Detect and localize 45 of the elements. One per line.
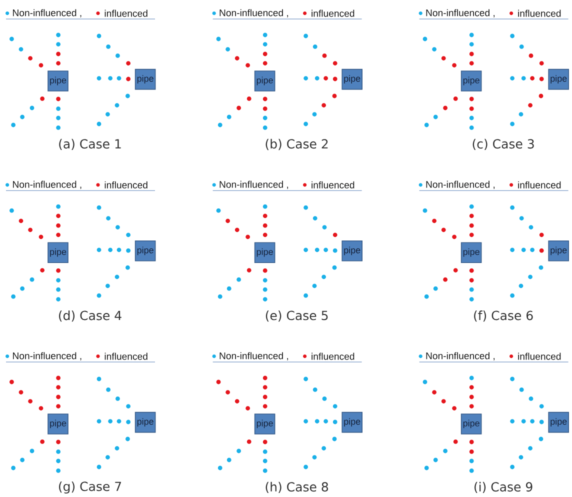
pipe-box: pipe (460, 242, 482, 263)
panel-caption: (b) Case 2 (266, 138, 328, 150)
legend-text: Non-influenced , (220, 352, 288, 360)
legend-text: Non-influenced , (426, 180, 495, 189)
legend-text: influenced (104, 352, 148, 360)
legend-text: influenced (518, 10, 561, 17)
pipe-box: pipe (134, 412, 156, 433)
legend-text: Non-influenced , (426, 9, 495, 18)
legend-text: influenced (104, 10, 148, 17)
panel-caption: (d) Case 4 (58, 310, 122, 322)
pipe-box: pipe (134, 68, 156, 90)
legend-text: influenced (518, 181, 561, 188)
panel-caption: (i) Case 9 (474, 482, 532, 494)
panel-caption: (e) Case 5 (266, 310, 328, 322)
legend-text: Non-influenced , (426, 352, 495, 360)
panel-caption: (a) Case 1 (59, 138, 121, 150)
pipe-box: pipe (254, 242, 276, 263)
pipe-box: pipe (254, 414, 276, 434)
pipe-box: pipe (254, 70, 276, 92)
pipe-box: pipe (548, 68, 569, 90)
pipe-box: pipe (342, 240, 362, 262)
pipe-box: pipe (134, 240, 156, 262)
legend-text: Non-influenced , (13, 352, 82, 360)
pipe-box: pipe (342, 412, 362, 433)
panel-caption: (g) Case 7 (58, 481, 122, 494)
panel-caption: (h) Case 8 (266, 482, 328, 494)
legend-text: influenced (104, 181, 148, 188)
legend-text: Non-influenced , (220, 180, 288, 189)
legend-text: Non-influenced , (13, 180, 82, 189)
legend-text: influenced (312, 10, 354, 17)
legend-text: Non-influenced , (13, 9, 82, 18)
panel-caption: (c) Case 3 (472, 138, 534, 150)
pipe-box: pipe (548, 412, 569, 433)
legend-text: influenced (312, 181, 354, 188)
pipe-box: pipe (48, 70, 68, 92)
pipe-box: pipe (48, 242, 68, 263)
pipe-box: pipe (460, 70, 482, 92)
legend-text: influenced (518, 352, 561, 360)
legend-text: Non-influenced , (220, 9, 288, 18)
pipe-box: pipe (48, 414, 68, 434)
legend-text: influenced (312, 352, 354, 360)
pipe-box: pipe (460, 414, 482, 434)
panel-caption: (f) Case 6 (474, 310, 533, 322)
pipe-box: pipe (342, 68, 362, 90)
pipe-box: pipe (548, 240, 569, 262)
